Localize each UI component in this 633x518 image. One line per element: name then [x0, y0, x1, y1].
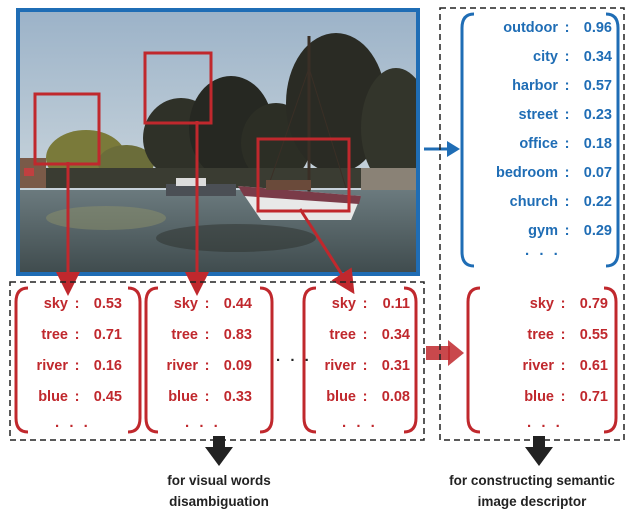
- scene-score-row: street:0.23: [518, 107, 613, 123]
- region-1-ellipsis: . . .: [55, 414, 91, 431]
- left-caption: for visual words disambiguation: [139, 470, 299, 512]
- region-score-row: tree:0.34: [329, 327, 410, 343]
- scene-score-row: office:0.18: [519, 136, 612, 152]
- region-1-score-list: sky:0.53 tree:0.71 river:0.16 blue:0.45: [18, 296, 122, 406]
- arrow-region-3: [298, 208, 355, 295]
- scene-score-row: gym:0.29: [528, 223, 612, 239]
- aggregate-score-row: blue:0.71: [524, 389, 608, 405]
- region-score-row: sky:0.11: [331, 296, 410, 312]
- blue-arrow-icon: [424, 141, 460, 157]
- scene-score-list: outdoor:0.96 city:0.34 harbor:0.57 stree…: [466, 20, 612, 250]
- region-box-3: [256, 137, 351, 213]
- region-3-ellipsis: . . .: [342, 414, 378, 431]
- scene-score-row: harbor:0.57: [512, 78, 612, 94]
- scene-score-row: church:0.22: [509, 194, 612, 210]
- region-score-row: river:0.31: [324, 358, 410, 374]
- photo-panel: [16, 8, 431, 276]
- aggregate-ellipsis: . . .: [527, 414, 563, 431]
- aggregate-score-row: river:0.61: [522, 358, 608, 374]
- region-score-row: tree:0.83: [171, 327, 252, 343]
- scene-score-row: city:0.34: [533, 49, 612, 65]
- region-score-row: blue:0.33: [168, 389, 252, 405]
- region-2-score-list: sky:0.44 tree:0.83 river:0.09 blue:0.33: [148, 296, 252, 406]
- region-2-ellipsis: . . .: [185, 414, 221, 431]
- region-1-brackets: [14, 286, 142, 434]
- region-3-brackets: [302, 286, 418, 434]
- descriptor-dashed-box: [439, 7, 625, 441]
- right-caption-line-2: image descriptor: [477, 494, 587, 509]
- right-caption-line-1: for constructing semantic: [449, 473, 615, 488]
- left-caption-line-2: disambiguation: [169, 494, 269, 509]
- region-score-row: blue:0.45: [38, 389, 122, 405]
- aggregate-score-row: tree:0.55: [527, 327, 608, 343]
- region-score-row: tree:0.71: [41, 327, 122, 343]
- aggregate-score-list: sky:0.79 tree:0.55 river:0.61 blue:0.71: [472, 296, 608, 406]
- red-block-arrow-icon: [426, 340, 464, 366]
- region-3-score-list: sky:0.11 tree:0.34 river:0.31 blue:0.08: [306, 296, 410, 406]
- scene-score-row: bedroom:0.07: [495, 165, 612, 181]
- region-score-row: sky:0.53: [43, 296, 122, 312]
- region-score-row: river:0.16: [36, 358, 122, 374]
- down-arrow-left-icon: [205, 436, 233, 466]
- region-score-row: sky:0.44: [173, 296, 252, 312]
- region-box-2: [143, 51, 213, 125]
- harbor-photo: [16, 8, 431, 276]
- region-score-row: river:0.09: [166, 358, 252, 374]
- region-2-brackets: [144, 286, 274, 434]
- down-arrow-right-icon: [525, 436, 553, 466]
- scene-brackets: [460, 12, 620, 268]
- scene-ellipsis: . . .: [525, 242, 561, 259]
- scene-score-row: outdoor:0.96: [503, 20, 612, 36]
- region-score-row: blue:0.08: [326, 389, 410, 405]
- regions-ellipsis: . . .: [276, 348, 312, 365]
- aggregate-brackets: [466, 286, 618, 434]
- region-scores-dashed-box: [9, 281, 425, 441]
- left-caption-line-1: for visual words: [167, 473, 271, 488]
- aggregate-score-row: sky:0.79: [529, 296, 608, 312]
- right-caption: for constructing semantic image descript…: [434, 470, 630, 512]
